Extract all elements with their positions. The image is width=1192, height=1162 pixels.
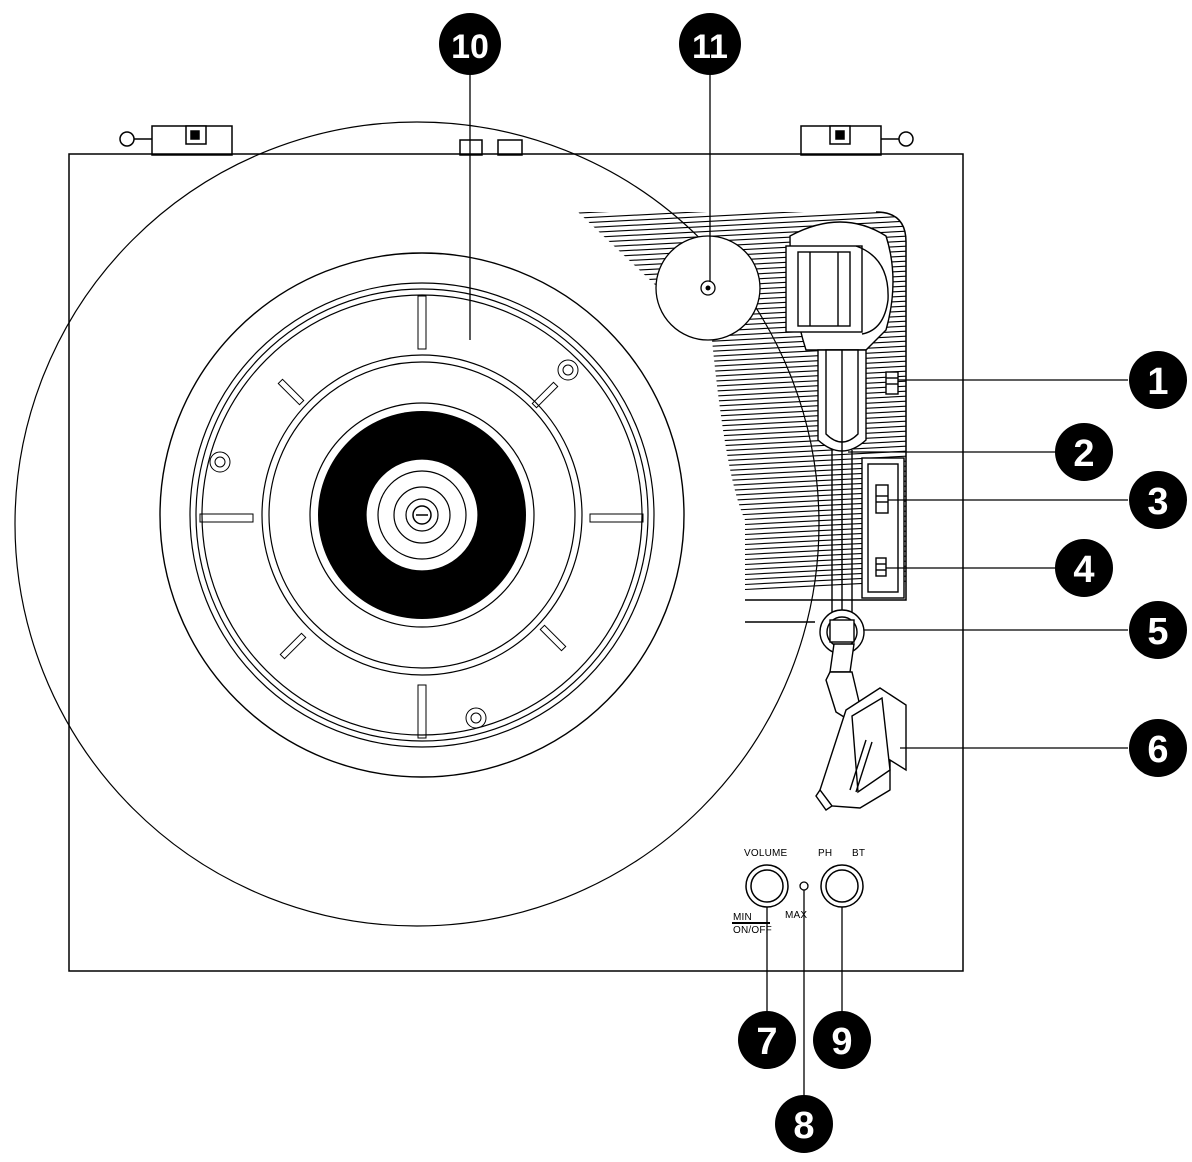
svg-text:11: 11 <box>692 28 728 66</box>
callouts: 1 2 3 4 5 6 7 8 <box>439 13 1187 1153</box>
min-label: MIN <box>733 912 752 923</box>
callout-3: 3 <box>1129 471 1187 529</box>
svg-text:10: 10 <box>451 28 489 66</box>
hatch-line <box>578 545 906 565</box>
svg-text:5: 5 <box>1147 611 1168 653</box>
callout-1: 1 <box>1129 351 1187 409</box>
hatch-line <box>578 560 906 580</box>
autostop-switch[interactable] <box>875 557 887 577</box>
callout-7: 7 <box>738 1011 796 1069</box>
hatch-line <box>578 445 906 465</box>
control-panel: VOLUME MIN ON/OFF MAX PH BT <box>732 848 865 936</box>
spindle-adapter-disc <box>655 235 761 341</box>
svg-text:2: 2 <box>1073 433 1094 475</box>
hatch-line <box>578 525 906 545</box>
svg-text:3: 3 <box>1147 481 1168 523</box>
hatch-line <box>578 460 906 480</box>
hatch-line <box>578 480 906 500</box>
volume-knob[interactable] <box>745 864 789 908</box>
max-label: MAX <box>785 910 807 921</box>
hatch-line <box>578 500 906 520</box>
hatch-line <box>578 212 906 215</box>
callout-9: 9 <box>813 1011 871 1069</box>
callout-10: 10 <box>439 13 501 75</box>
power-indicator-led <box>799 881 809 891</box>
tonearm-lower <box>829 643 855 673</box>
svg-text:1: 1 <box>1147 361 1168 403</box>
hatch-line <box>578 470 906 490</box>
rear-hinges <box>119 125 914 156</box>
svg-text:4: 4 <box>1073 549 1094 591</box>
hatch-line <box>578 475 906 495</box>
tonearm-base-outline <box>745 211 907 601</box>
hatch-line <box>578 465 906 485</box>
hatch-line <box>578 580 906 600</box>
hatch-line <box>578 455 906 475</box>
svg-text:8: 8 <box>793 1105 814 1147</box>
hatch-line <box>578 520 906 540</box>
platter-mark-right <box>589 513 644 523</box>
platter-mark-left <box>199 513 254 523</box>
hatch-line <box>578 575 906 595</box>
right-hinge <box>800 125 914 156</box>
ph-label: PH <box>818 848 832 859</box>
callout-2: 2 <box>1055 423 1113 481</box>
speed-switch[interactable] <box>875 484 889 514</box>
svg-text:9: 9 <box>831 1021 852 1063</box>
hatch-line <box>578 495 906 515</box>
record-label <box>318 411 526 619</box>
hatch-line <box>578 505 906 525</box>
callout-8: 8 <box>775 1095 833 1153</box>
hatch-line <box>578 485 906 505</box>
platter <box>159 252 685 778</box>
svg-text:6: 6 <box>1147 729 1168 771</box>
hatch-line <box>578 450 906 470</box>
callout-6: 6 <box>1129 719 1187 777</box>
bt-label: BT <box>852 848 865 859</box>
left-hinge <box>119 125 233 156</box>
hatch-line <box>578 535 906 555</box>
hatch-line <box>578 550 906 570</box>
platter-mark-bottom <box>417 684 427 739</box>
hatch-line <box>578 490 906 510</box>
hatch-line <box>578 212 906 225</box>
hatch-line <box>578 212 906 220</box>
dust-cover-outline <box>14 121 820 927</box>
cue-lever[interactable] <box>885 371 899 395</box>
hatch-line <box>578 530 906 550</box>
hatch-line <box>578 555 906 575</box>
plinth <box>68 153 964 972</box>
hatch-line <box>578 515 906 535</box>
platter-screws <box>209 359 579 729</box>
platter-mark-top <box>417 295 427 350</box>
svg-text:7: 7 <box>756 1021 777 1063</box>
hatch-line <box>578 215 906 235</box>
tonearm-pivot <box>819 609 865 655</box>
hatch-line <box>578 540 906 560</box>
source-selector-knob[interactable] <box>820 864 864 908</box>
onoff-label: ON/OFF <box>733 925 772 936</box>
hatch-line <box>578 565 906 585</box>
volume-label: VOLUME <box>744 848 788 859</box>
rear-connectors <box>459 139 523 156</box>
hatch-line <box>578 212 906 230</box>
tonearm-assembly <box>785 221 907 811</box>
hatch-line <box>578 570 906 590</box>
callout-5: 5 <box>1129 601 1187 659</box>
callout-4: 4 <box>1055 539 1113 597</box>
leader-lines <box>469 72 1128 1098</box>
callout-11: 11 <box>679 13 741 75</box>
